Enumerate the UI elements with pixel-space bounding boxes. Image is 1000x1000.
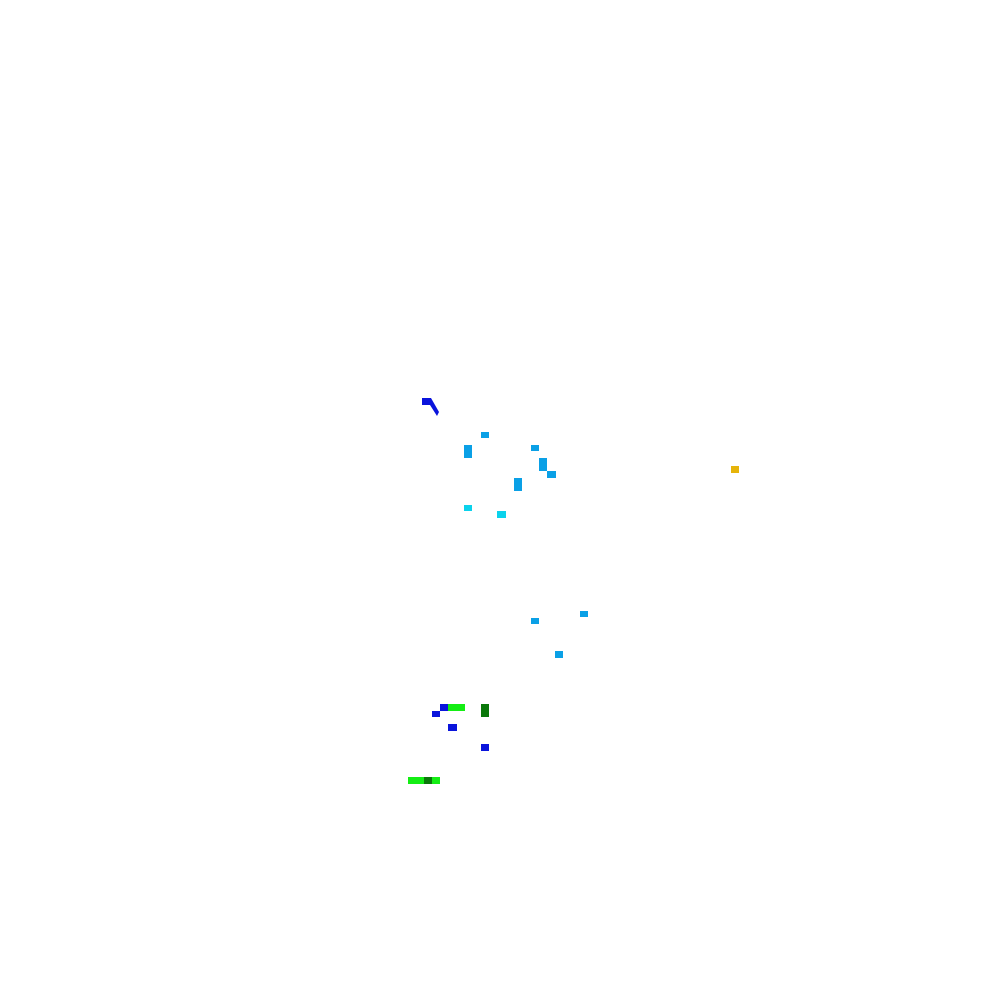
tick-mark — [422, 398, 439, 416]
amber-dot — [731, 466, 739, 473]
dark-blue-dot-2 — [432, 711, 440, 717]
dark-blue-dot-4 — [481, 744, 489, 751]
blue-dot-9 — [555, 651, 563, 658]
green-bar-4 — [424, 777, 432, 784]
cyan-dot-2 — [497, 511, 506, 518]
blue-dot-4 — [539, 458, 547, 471]
dark-blue-dot-1 — [440, 704, 448, 711]
blue-dot-1 — [481, 432, 489, 438]
blue-dot-6 — [514, 478, 522, 491]
marks-layer — [408, 398, 739, 784]
blue-dot-5 — [547, 471, 556, 478]
blue-dot-2 — [464, 445, 472, 458]
green-bar-1 — [448, 704, 465, 711]
dark-blue-dot-3 — [448, 724, 457, 731]
blue-dot-3 — [531, 445, 539, 451]
green-bar-2 — [481, 704, 489, 717]
cyan-dot-1 — [464, 505, 472, 511]
blue-dot-8 — [531, 618, 539, 624]
blue-dot-7 — [580, 611, 588, 617]
